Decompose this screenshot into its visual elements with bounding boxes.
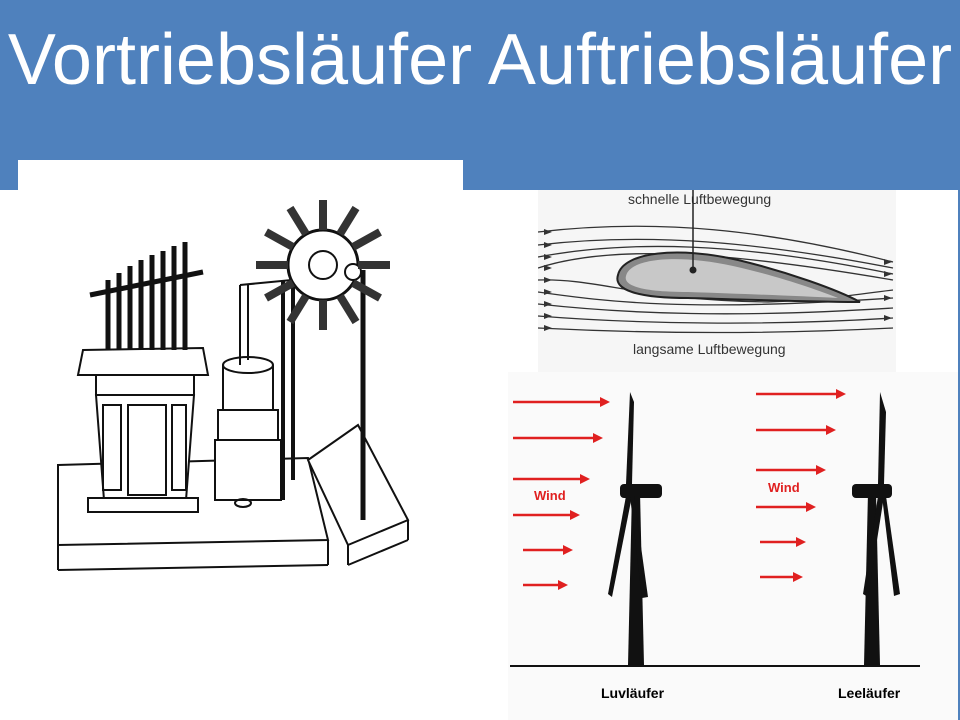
upwind-label: Luvläufer: [601, 685, 665, 701]
fast-airflow-label: schnelle Luftbewegung: [628, 191, 771, 207]
title-banner: [0, 0, 960, 190]
heading-auftriebslaeufer: Auftriebsläufer: [487, 20, 953, 100]
downwind-label: Leeläufer: [838, 685, 901, 701]
slow-airflow-label: langsame Luftbewegung: [633, 341, 786, 357]
turbine-comparison-diagram: Wind Wind Luvläufer Leeläu: [508, 372, 960, 720]
heading-vortriebslaeufer: Vortriebsläufer: [7, 20, 473, 100]
slide-edge: [958, 190, 960, 720]
downwind-turbine: [852, 392, 900, 665]
wind-label-downwind: Wind: [768, 480, 800, 495]
airfoil-diagram: schnelle Luftbewegung langsame Luftbeweg…: [538, 190, 896, 372]
airfoil-drawing: schnelle Luftbewegung langsame Luftbeweg…: [538, 190, 894, 357]
windmill-organ-illustration: [18, 160, 463, 590]
wind-label-upwind: Wind: [534, 488, 566, 503]
windmill-organ-drawing: [57, 200, 410, 571]
upwind-turbine: [608, 392, 662, 665]
turbine-drawing: Wind Wind Luvläufer Leeläu: [510, 389, 920, 701]
